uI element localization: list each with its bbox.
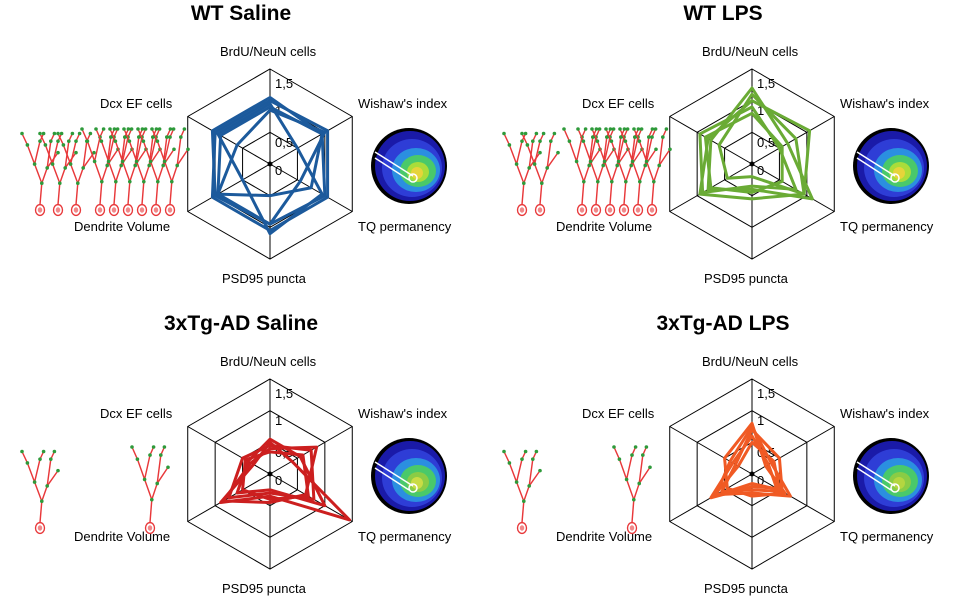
axis-label: PSD95 puncta xyxy=(222,581,306,596)
series-polygon xyxy=(712,440,781,498)
water-maze-heatmap-icon xyxy=(853,438,929,514)
series-polygon xyxy=(709,434,779,500)
series-polygon xyxy=(241,450,310,501)
series-polygon xyxy=(723,421,787,498)
water-maze-heatmap-icon xyxy=(371,128,447,204)
axis-label: Dcx EF cells xyxy=(100,406,173,421)
series-polygon xyxy=(216,105,324,198)
radar-chart xyxy=(187,378,353,570)
tick-label: 1 xyxy=(275,413,283,428)
neuron-sketch-icon xyxy=(108,127,148,217)
tick-label: 0 xyxy=(275,163,283,178)
series-polygon xyxy=(216,108,327,226)
axis-label: Wishaw's index xyxy=(840,406,930,421)
center-dot xyxy=(267,471,273,477)
panel-title: 3xTg-AD LPS xyxy=(656,312,790,335)
series-polygon xyxy=(221,445,319,504)
center-dot xyxy=(749,161,755,167)
axis-label: BrdU/NeuN cells xyxy=(220,44,317,59)
axis-spoke xyxy=(269,116,353,165)
neuron-sketch-icon xyxy=(150,127,190,217)
series-polygon xyxy=(219,440,352,522)
axis-label: Wishaw's index xyxy=(358,406,448,421)
series-polygon xyxy=(227,444,316,501)
neuron-sketch-icon xyxy=(604,127,644,217)
neuron-sketch-icon xyxy=(38,131,78,217)
water-maze-heatmap-icon xyxy=(371,438,447,514)
series-polygon xyxy=(703,111,784,194)
tick-label: 1 xyxy=(757,413,765,428)
axis-label: Dcx EF cells xyxy=(582,406,655,421)
series-polygon xyxy=(235,437,327,508)
tick-label: 0,5 xyxy=(275,135,294,150)
axis-spoke xyxy=(187,426,271,475)
neuron-illustration xyxy=(20,445,170,535)
panel-title: WT Saline xyxy=(190,2,292,25)
axis-label: TQ permanency xyxy=(358,529,452,544)
neuron-illustration xyxy=(502,445,652,535)
tick-label: 0 xyxy=(275,473,283,488)
axis-label: BrdU/NeuN cells xyxy=(702,354,799,369)
neuron-sketch-icon xyxy=(590,127,630,217)
panel-title: WT LPS xyxy=(683,2,763,25)
axis-spoke xyxy=(187,163,271,212)
neuron-sketch-icon xyxy=(80,127,120,217)
axis-spoke xyxy=(187,116,271,165)
series-polygon xyxy=(717,92,806,196)
neuron-sketch-icon xyxy=(502,131,542,217)
axis-label: Wishaw's index xyxy=(358,96,448,111)
tick-label: 0,5 xyxy=(757,135,776,150)
center-dot xyxy=(749,471,755,477)
series-polygon xyxy=(698,105,798,194)
neuron-sketch-icon xyxy=(632,127,672,217)
series-polygon xyxy=(216,102,324,236)
water-maze-heatmap-icon xyxy=(853,128,929,204)
radar-chart xyxy=(669,68,835,260)
axis-label: Dendrite Volume xyxy=(556,529,653,544)
series-polygon xyxy=(714,425,792,498)
axis-label: Dcx EF cells xyxy=(100,96,173,111)
neuron-illustration xyxy=(20,127,190,217)
axis-label: Dendrite Volume xyxy=(74,219,171,234)
neuron-sketch-icon xyxy=(20,131,60,217)
neuron-sketch-icon xyxy=(136,127,176,217)
axis-label: PSD95 puncta xyxy=(222,271,306,286)
axis-label: BrdU/NeuN cells xyxy=(220,354,317,369)
series-polygon xyxy=(720,428,784,493)
tick-label: 0 xyxy=(757,473,765,488)
axis-label: TQ permanency xyxy=(840,219,934,234)
radar-chart xyxy=(669,378,835,570)
axis-label: Wishaw's index xyxy=(840,96,930,111)
axis-label: Dendrite Volume xyxy=(74,529,171,544)
neuron-sketch-icon xyxy=(612,445,652,535)
series-polygon xyxy=(706,86,814,201)
radar-chart xyxy=(187,68,353,260)
axis-label: PSD95 puncta xyxy=(704,581,788,596)
neuron-sketch-icon xyxy=(20,449,60,535)
axis-label: Dendrite Volume xyxy=(556,219,653,234)
axis-label: TQ permanency xyxy=(840,529,934,544)
neuron-sketch-icon xyxy=(520,131,560,217)
center-dot xyxy=(267,161,273,167)
panel-title: 3xTg-AD Saline xyxy=(163,312,319,335)
series-polygon xyxy=(698,99,812,201)
neuron-sketch-icon xyxy=(130,445,170,535)
neuron-sketch-icon xyxy=(502,449,542,535)
tick-label: 1 xyxy=(757,103,765,118)
axis-spoke xyxy=(669,426,753,475)
axis-spoke xyxy=(751,473,835,522)
axis-label: TQ permanency xyxy=(358,219,452,234)
neuron-illustration xyxy=(502,127,672,217)
axis-label: PSD95 puncta xyxy=(704,271,788,286)
neuron-sketch-icon xyxy=(122,127,162,217)
tick-label: 0 xyxy=(757,163,765,178)
axis-label: BrdU/NeuN cells xyxy=(702,44,799,59)
axis-label: Dcx EF cells xyxy=(582,96,655,111)
neuron-sketch-icon xyxy=(56,131,96,217)
axis-spoke xyxy=(751,116,835,165)
